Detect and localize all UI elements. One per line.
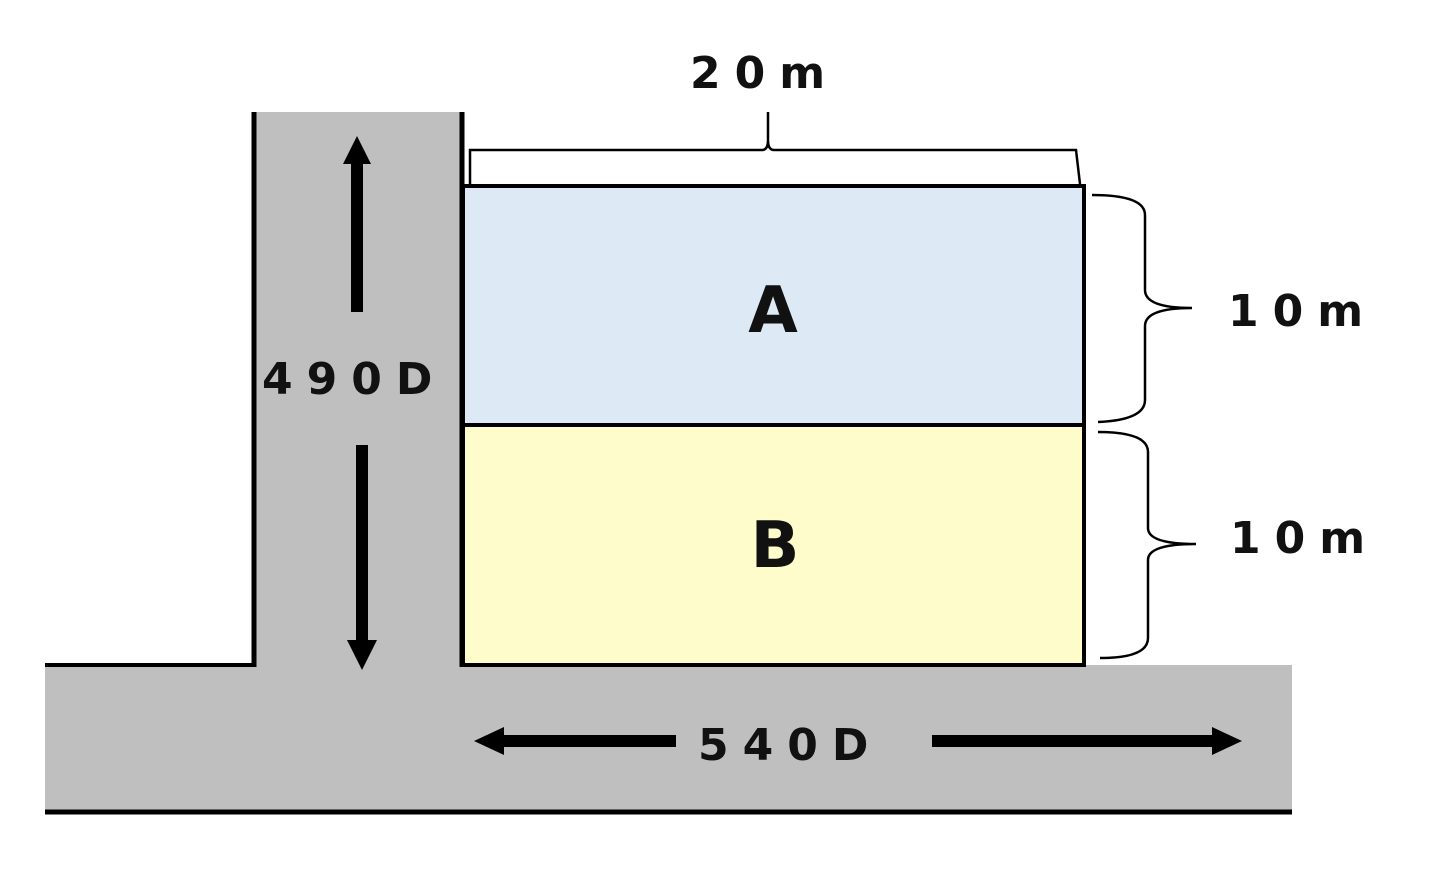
lot-a [461,184,1086,427]
width-brace [468,112,1082,185]
lot-a-label: A [748,274,798,348]
arrow-down-head-icon [347,640,377,670]
lot-b-depth-brace [1097,430,1197,660]
arrow-left-head-icon [474,727,504,755]
side-road-label: 490D [262,354,446,405]
lot-a-depth-brace [1091,193,1193,424]
lot-b [461,423,1086,667]
front-road-label: 540D [698,720,882,771]
lot-a-depth-label: 10m [1228,286,1377,337]
lot-b-depth-label: 10m [1230,513,1379,564]
arrow-up-head-icon [343,136,371,164]
lot-b-label: B [751,509,800,583]
width-label: 20m [690,48,839,99]
arrow-right-head-icon [1212,727,1242,755]
